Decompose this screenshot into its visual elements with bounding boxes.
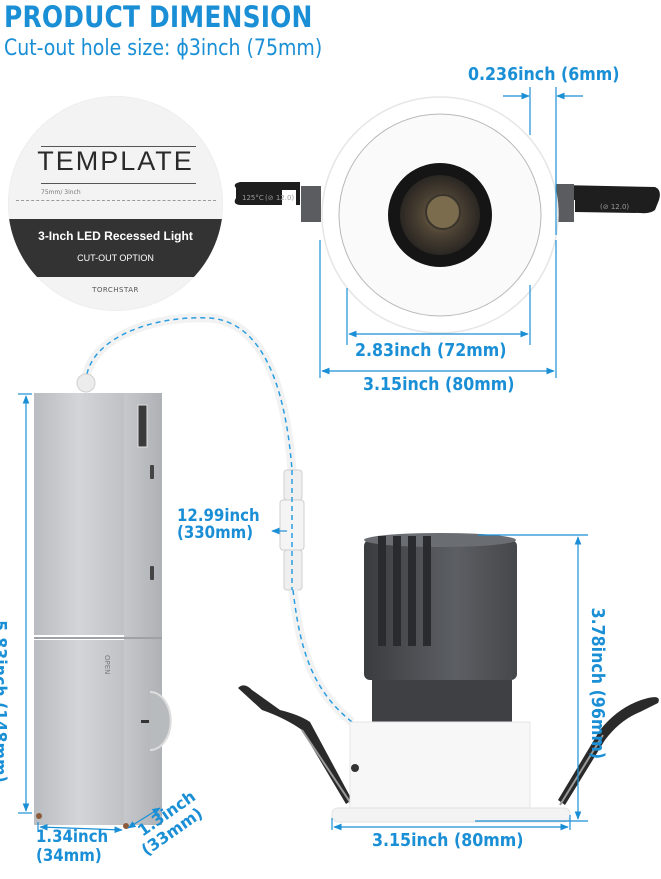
junction-box-width-dimension: 1.34inch (34mm): [36, 827, 109, 866]
cut-line: [16, 200, 216, 202]
divider: [41, 146, 196, 147]
page-title: PRODUCT DIMENSION: [4, 0, 313, 34]
cutout-template-card: TEMPLATE 75mm/ 3inch 3-Inch LED Recessed…: [8, 96, 223, 311]
inner-diameter-dimension: 2.83inch (72mm): [355, 340, 507, 361]
junction-box: OPEN: [34, 393, 172, 829]
divider: [41, 183, 196, 184]
template-band: 3-Inch LED Recessed Light CUT-OUT OPTION: [8, 219, 223, 277]
light-diameter-dimension: 3.15inch (80mm): [372, 830, 524, 851]
junction-box-dimension-lines: [18, 393, 161, 834]
connection-cable: [76, 313, 355, 726]
front-view-light: 125°C (⊘ 12.0) (⊘ 12.0): [234, 96, 660, 334]
outer-diameter-dimension: 3.15inch (80mm): [363, 374, 515, 395]
template-product-line: 3-Inch LED Recessed Light: [38, 229, 193, 243]
template-option-label: CUT-OUT OPTION: [77, 253, 154, 263]
open-label: OPEN: [103, 655, 111, 674]
side-view-dimension-lines: [331, 534, 588, 831]
template-title: TEMPLATE: [37, 146, 194, 176]
side-view-light: [238, 533, 659, 823]
cutout-size-subtitle: Cut-out hole size: ϕ3inch (75mm): [4, 36, 323, 61]
trim-lip-dimension: 0.236inch (6mm): [468, 64, 620, 85]
cable-length-dimension: 12.99inch (330mm): [177, 506, 260, 543]
template-size-note: 75mm/ 3inch: [41, 189, 81, 196]
svg-text:(⊘ 12.0): (⊘ 12.0): [600, 203, 629, 211]
template-brand: TORCHSTAR: [92, 286, 139, 294]
front-view-dimension-lines: [319, 87, 583, 378]
clip-temp-label: 125°C: [242, 194, 264, 202]
svg-text:(⊘ 12.0): (⊘ 12.0): [265, 194, 294, 202]
